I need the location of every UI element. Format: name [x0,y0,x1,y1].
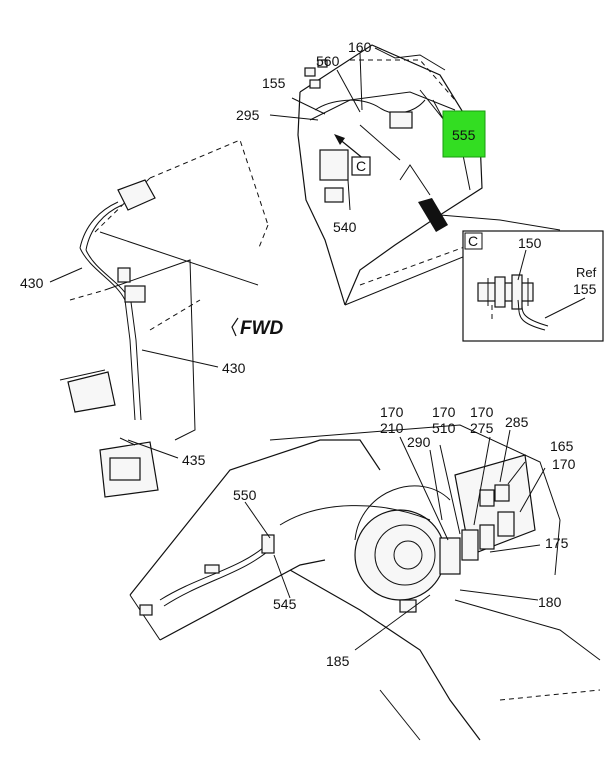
label-275: 275 [470,420,494,436]
heater-module-view [129,424,601,741]
label-545: 545 [273,596,297,612]
label-170-a: 170 [380,404,404,420]
label-290: 290 [407,434,431,450]
label-150: 150 [518,235,542,251]
label-165: 165 [550,438,574,454]
label-555: 555 [452,127,476,143]
label-170-b: 170 [432,404,456,420]
fwd-label: FWD [240,318,284,339]
label-430-lower: 430 [222,360,246,376]
label-560: 560 [316,53,340,69]
label-160: 160 [348,39,372,55]
detail-c-box: C [462,230,604,342]
callout-letter-main: C [356,158,366,174]
label-ref: Ref [576,265,597,280]
label-180: 180 [538,594,562,610]
label-285: 285 [505,414,529,430]
label-510: 510 [432,420,456,436]
label-540: 540 [333,219,357,235]
label-155: 155 [262,75,286,91]
label-155-ref: 155 [573,281,597,297]
part-555-highlight[interactable] [442,110,486,158]
label-435: 435 [182,452,206,468]
label-210: 210 [380,420,404,436]
label-550: 550 [233,487,257,503]
callout-letter-detail: C [468,233,478,249]
label-170-c: 170 [470,404,494,420]
label-185: 185 [326,653,350,669]
forward-direction-indicator: FWD [231,317,284,339]
label-170-d: 170 [552,456,576,472]
label-430-upper: 430 [20,275,44,291]
callout-box-main [351,156,371,176]
label-295: 295 [236,107,260,123]
label-175: 175 [545,535,569,551]
firewall-harness-view [49,139,269,498]
